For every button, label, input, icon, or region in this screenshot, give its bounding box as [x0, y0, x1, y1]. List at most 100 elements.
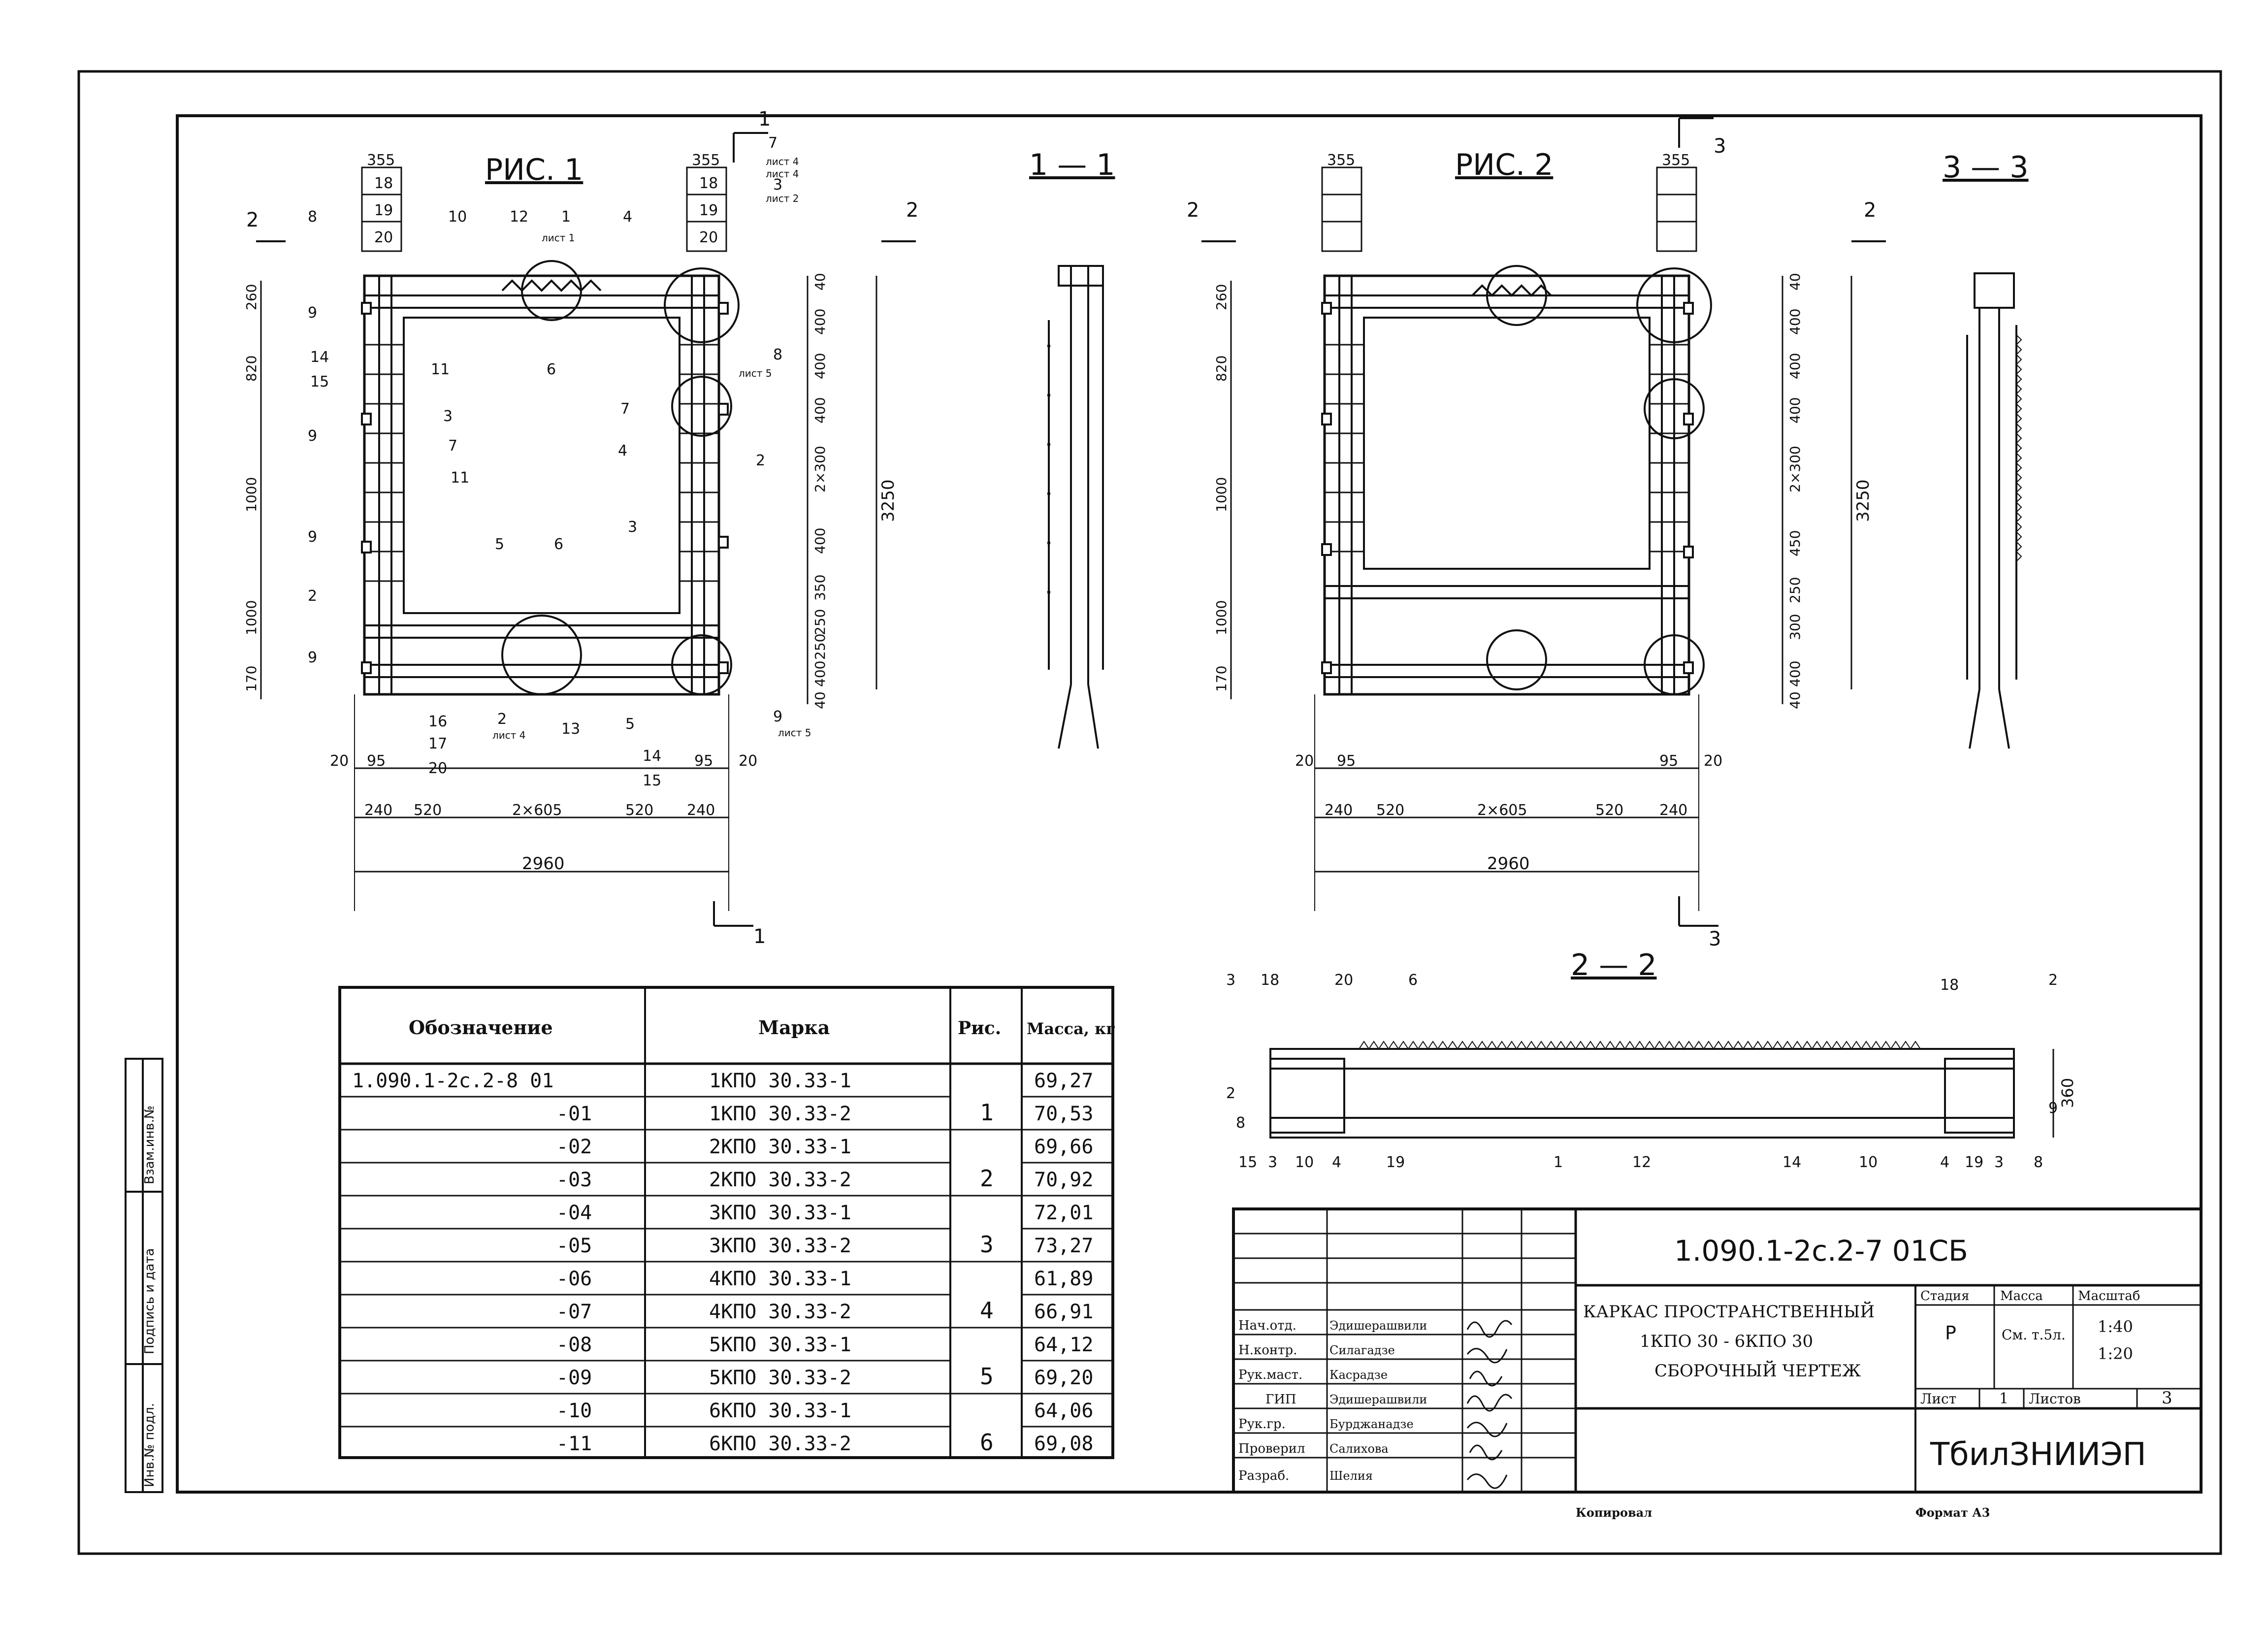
fig2-overall-height: 3250 — [1853, 479, 1873, 522]
table-row: -05 3КПО 30.33-2 73,27 — [556, 1235, 1093, 1257]
fig1-stack-right-18: 18 — [699, 175, 718, 192]
fig1-callout: 7 — [620, 400, 630, 418]
fig1-right-dim-6: 350 — [812, 575, 828, 601]
table-cell-mass: 72,01 — [1034, 1202, 1093, 1224]
fig1-cut2-left: 2 — [246, 209, 259, 231]
table-cell-code: -08 — [556, 1334, 592, 1356]
table-row: -02 2КПО 30.33-1 69,66 — [556, 1136, 1093, 1158]
table-row: -11 6КПО 30.33-2 69,08 — [556, 1433, 1093, 1455]
fig1-callout: 3 — [773, 176, 782, 194]
fig2-right-dim-0: 40 — [1787, 273, 1803, 291]
fig1-stack-left-19: 19 — [374, 202, 393, 219]
table-cell-mass: 64,06 — [1034, 1400, 1093, 1422]
fig1-bot-dim2-3: 520 — [625, 802, 653, 819]
table-cell-code: -05 — [556, 1235, 592, 1257]
fig1-callout: 1 — [561, 208, 571, 226]
s22-callout: 10 — [1859, 1154, 1878, 1171]
fig2-dim-355-right: 355 — [1662, 152, 1690, 169]
s22-callout: 2 — [2048, 972, 2058, 989]
section-2-2-callouts: 3 18 20 6 18 2 2 8 15 3 10 4 19 1 12 14 … — [1226, 972, 2058, 1171]
person-name: Шелия — [1329, 1469, 1373, 1483]
title-block-roles: Нач.отд. Н.контр. Рук.маст. ГИП Рук.гр. … — [1238, 1318, 1305, 1483]
fig1-sheet-ref: лист 5 — [739, 367, 772, 379]
section-2-2-height: 360 — [2058, 1078, 2077, 1108]
fig2-bot-dim2-1: 520 — [1376, 802, 1404, 819]
s22-callout: 4 — [1332, 1154, 1341, 1171]
title-block-grid — [1232, 1207, 2203, 1494]
table-cell-mark: 4КПО 30.33-2 — [709, 1301, 851, 1323]
fig1-callout: 2 — [308, 587, 317, 605]
table-row: -03 2КПО 30.33-2 70,92 — [556, 1169, 1093, 1191]
fig2-left-dim-1: 820 — [1213, 356, 1230, 382]
table-row: -07 4КПО 30.33-2 66,91 — [556, 1301, 1093, 1323]
fig1-drawing — [256, 132, 916, 927]
fig1-callout: 3 — [443, 408, 453, 425]
fig1-callout: 6 — [547, 361, 556, 378]
fig1-right-dim-7: 250 — [812, 609, 828, 635]
table-cell-code: -02 — [556, 1136, 592, 1158]
s22-callout: 2 — [1226, 1085, 1235, 1102]
sheets-total: 3 — [2162, 1388, 2172, 1408]
table-cell-code: -11 — [556, 1433, 592, 1455]
fig1-callout: 2 — [497, 711, 507, 728]
table-cell-fig: 1 — [980, 1099, 994, 1126]
fig1-right-dim-3: 400 — [812, 397, 828, 424]
fig1-right-dim-10: 40 — [812, 691, 828, 709]
table-cell-mark: 5КПО 30.33-2 — [709, 1367, 851, 1389]
fig1-callout: 13 — [561, 720, 580, 738]
table-cell-mass: 73,27 — [1034, 1235, 1093, 1257]
fig1-callout: 7 — [448, 437, 457, 455]
fig1-callout: 11 — [451, 469, 469, 487]
fig1-callout: 2 — [756, 452, 765, 469]
s22-callout: 20 — [1334, 972, 1353, 989]
section-1-1-drawing — [1047, 265, 1104, 749]
fig1-callout: 9 — [308, 649, 317, 666]
scale-2: 1:20 — [2098, 1344, 2133, 1363]
table-cell-mark: 6КПО 30.33-2 — [709, 1433, 851, 1455]
side-stamp — [125, 1058, 163, 1493]
fig1-callout: 4 — [623, 208, 632, 226]
table-cell-mark: 1КПО 30.33-2 — [709, 1103, 851, 1125]
fig1-cut1-top: 1 — [758, 108, 771, 130]
fig2-right-dim-6: 250 — [1787, 577, 1803, 603]
sheets-label: Листов — [2029, 1391, 2081, 1407]
table-cell-code: -01 — [556, 1103, 592, 1125]
table-cell-mass: 69,20 — [1034, 1367, 1093, 1389]
fig1-callout: 12 — [510, 208, 528, 226]
role-label: Н.контр. — [1238, 1343, 1297, 1358]
person-name: Силагадзе — [1329, 1343, 1395, 1357]
table-cell-mass: 69,08 — [1034, 1433, 1093, 1455]
s22-callout: 12 — [1632, 1154, 1651, 1171]
sheet-frame — [77, 70, 2222, 1555]
stage-header: Стадия — [1920, 1289, 1970, 1303]
title-line-2: 1КПО 30 - 6КПО 30 — [1640, 1332, 1813, 1351]
fig2-dim-355-left: 355 — [1327, 152, 1355, 169]
table-cell-code: 1.090.1-2с.2-8 01 — [352, 1070, 553, 1092]
table-header-fig: Рис. — [958, 1018, 1001, 1039]
table-cell-code: -06 — [556, 1268, 592, 1290]
scale-header: Масштаб — [2078, 1289, 2140, 1303]
table-row: -10 6КПО 30.33-1 64,06 — [556, 1400, 1093, 1422]
fig2-right-dim-9: 40 — [1787, 691, 1803, 709]
table-cell-mass: 70,53 — [1034, 1103, 1093, 1125]
fig1-callouts: 8 10 12 1 4 9 14 15 6 11 9 3 7 11 9 2 5 … — [308, 134, 782, 789]
table-cell-fig: 3 — [980, 1231, 994, 1258]
table-header-mark: Марка — [758, 1016, 830, 1039]
table-row: -09 5КПО 30.33-2 69,20 — [556, 1367, 1093, 1389]
fig1-right-dim-5: 400 — [812, 528, 828, 554]
s22-callout: 8 — [1236, 1114, 1245, 1132]
table-cell-mark: 2КПО 30.33-2 — [709, 1169, 851, 1191]
fig1-callout: 15 — [643, 772, 661, 789]
fig1-bot-dim1-1: 95 — [367, 752, 386, 770]
fig2-right-dim-3: 400 — [1787, 397, 1803, 424]
s22-callout: 3 — [1994, 1154, 2004, 1171]
s22-callout: 4 — [1940, 1154, 1949, 1171]
role-label: ГИП — [1265, 1392, 1296, 1407]
fig1-bot-dim2-1: 520 — [414, 802, 442, 819]
fig1-callout: 3 — [628, 519, 637, 536]
section-3-3-drawing — [1966, 272, 2022, 749]
fig1-stack-right-19: 19 — [699, 202, 718, 219]
fig1-sheet-ref: лист 2 — [766, 193, 799, 204]
table-cell-mass: 66,91 — [1034, 1301, 1093, 1323]
s22-callout: 3 — [1268, 1154, 1277, 1171]
